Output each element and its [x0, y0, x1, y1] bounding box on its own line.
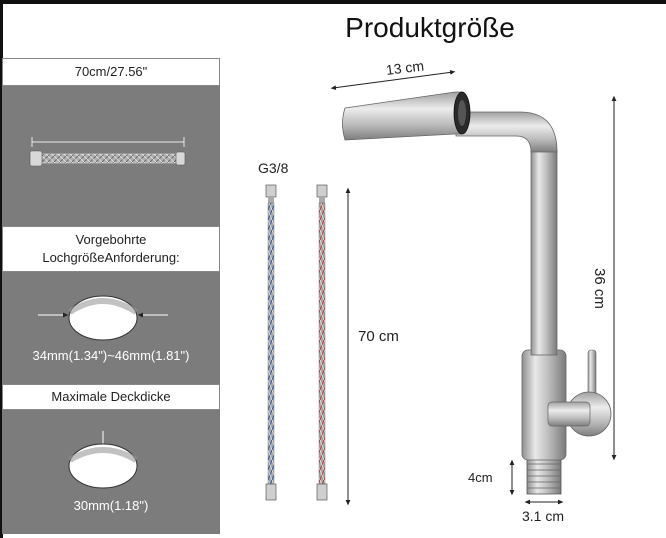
hose-length-label: 70cm/27.56" — [74, 64, 148, 79]
hole-heading-line1: Vorgebohrte — [75, 232, 147, 247]
panel-hose-illustration — [29, 137, 186, 167]
left-border — [0, 0, 3, 538]
base-width-value: 3.1 cm — [522, 508, 565, 524]
hole-illustration — [38, 295, 168, 341]
thread-length-value: 4cm — [468, 470, 493, 485]
hose-red — [316, 184, 328, 501]
hole-heading-line2: LochgrößeAnforderung: — [42, 250, 180, 265]
hose-length-caption: 70cm/27.56" — [2, 58, 220, 86]
hole-range-label: 34mm(1.34")~46mm(1.81") — [32, 348, 190, 363]
height-value: 36 cm — [591, 268, 608, 309]
deck-illustration — [68, 431, 138, 489]
deck-thickness-label: 30mm(1.18") — [73, 498, 149, 513]
hole-requirement-caption: Vorgebohrte LochgrößeAnforderung: — [2, 226, 220, 272]
spout-length-dimension — [330, 70, 456, 90]
faucet-illustration — [342, 91, 612, 495]
top-border — [0, 0, 666, 4]
page-title: Produktgröße — [345, 12, 515, 43]
deck-heading: Maximale Deckdicke — [51, 389, 171, 404]
hose-blue — [265, 184, 277, 501]
thread-label: G3/8 — [258, 160, 289, 176]
deck-thickness-caption: Maximale Deckdicke — [2, 384, 220, 410]
hose-length-value: 70 cm — [358, 328, 399, 345]
